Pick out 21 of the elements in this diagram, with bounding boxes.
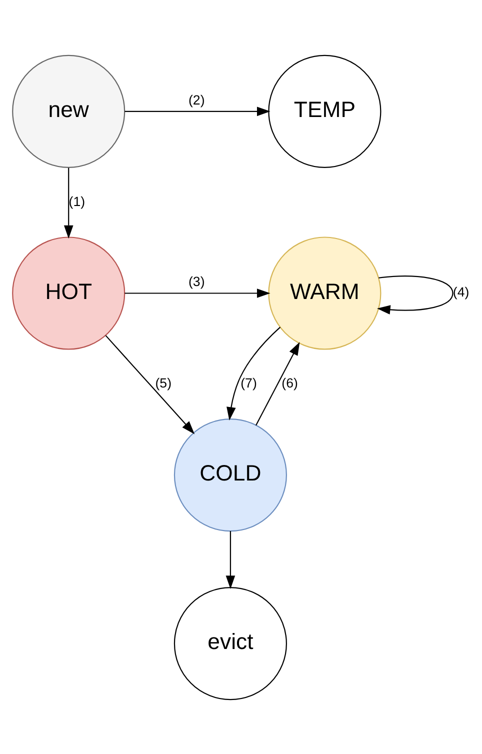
edge-label: (3)	[188, 274, 205, 289]
node-circle: new	[12, 54, 126, 168]
edge-label: (7)	[240, 375, 257, 390]
arrow	[124, 288, 270, 298]
node-circle: WARM	[268, 236, 382, 350]
node-circle: TEMP	[268, 54, 382, 168]
edge-label: (5)	[155, 375, 172, 390]
edge-label: (6)	[282, 375, 298, 390]
edge-label: (1)	[68, 193, 86, 208]
node-circle: evict	[174, 586, 287, 700]
edge-label: (4)	[452, 284, 470, 300]
edge-label: (2)	[188, 92, 205, 107]
arrow	[226, 326, 281, 420]
arrow	[124, 106, 270, 116]
arrow	[226, 530, 236, 588]
node-circle: HOT	[12, 236, 126, 350]
arrow	[105, 334, 195, 434]
arrow	[64, 167, 74, 238]
arrow	[256, 341, 300, 425]
node-circle: COLD	[174, 418, 287, 532]
arrow	[376, 275, 454, 314]
